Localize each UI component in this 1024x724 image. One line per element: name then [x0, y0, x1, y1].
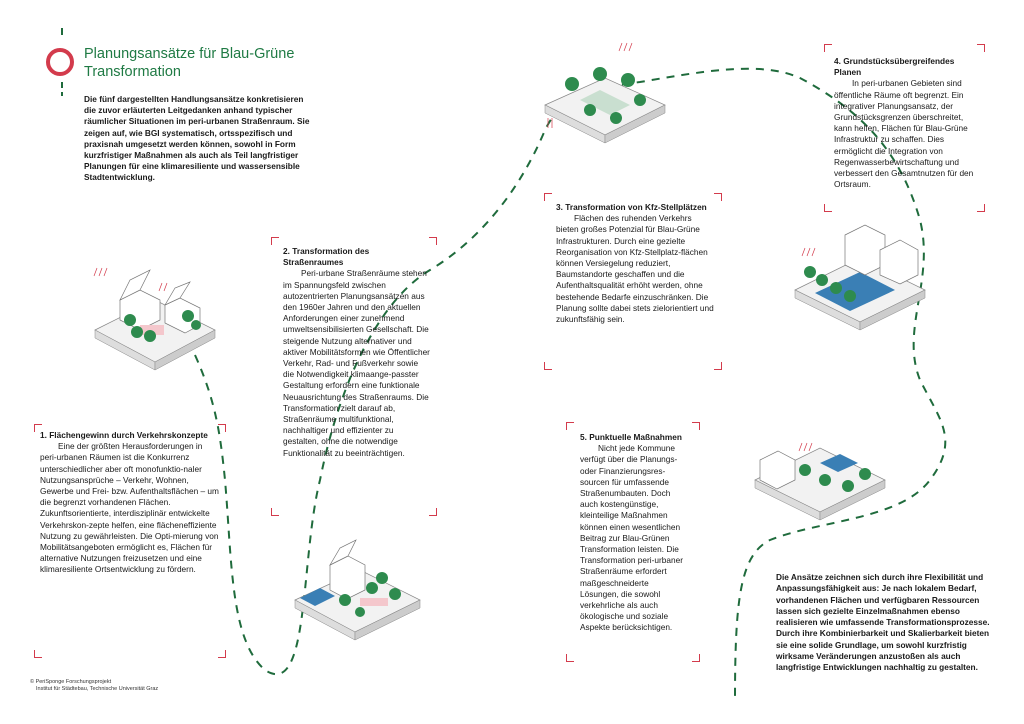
page-title: Planungsansätze für Blau-Grüne Transform… — [84, 45, 344, 81]
corner-mark — [566, 422, 574, 430]
corner-mark — [692, 654, 700, 662]
conclusion-text: Die Ansätze zeichnen sich durch ihre Fle… — [776, 572, 990, 673]
illustration-point-measures — [754, 442, 886, 521]
section-2-box: 2. Transformation des Straßenraumes Peri… — [271, 237, 437, 516]
corner-mark — [692, 422, 700, 430]
illustration-traffic-concepts — [93, 267, 216, 371]
credit-line-2: Institut für Städtebau, Technische Unive… — [36, 686, 159, 692]
corner-mark — [566, 654, 574, 662]
section-4-title: 4. Grundstücksübergreifendes Planen — [834, 56, 955, 78]
corner-mark — [34, 650, 42, 658]
corner-mark — [977, 44, 985, 52]
logo-ring-icon — [46, 48, 74, 76]
corner-mark — [218, 424, 226, 432]
section-4-box: 4. Grundstücksübergreifendes Planen In p… — [824, 44, 985, 212]
section-5-title: 5. Punktuelle Maßnahmen — [580, 432, 682, 442]
corner-mark — [824, 204, 832, 212]
section-1-title: 1. Flächengewinn durch Verkehrskonzepte — [40, 430, 208, 440]
section-1-box: 1. Flächengewinn durch Verkehrskonzepte … — [34, 424, 226, 658]
intro-text: Die fünf dargestellten Handlungsansätze … — [84, 94, 310, 183]
corner-mark — [544, 362, 552, 370]
corner-mark — [714, 362, 722, 370]
corner-mark — [544, 193, 552, 201]
corner-mark — [977, 204, 985, 212]
section-2-title: 2. Transformation des Straßenraumes — [283, 246, 370, 268]
section-5-box: 5. Punktuelle Maßnahmen Nicht jede Kommu… — [566, 422, 700, 662]
section-3-body: Flächen des ruhenden Verkehrs bieten gro… — [556, 213, 714, 325]
corner-mark — [824, 44, 832, 52]
credit-text: © PeriSponge Forschungsprojekt Institut … — [30, 679, 158, 693]
illustration-cross-property-planning — [794, 224, 926, 331]
section-1-body: Eine der größten Herausforderungen in pe… — [40, 441, 219, 575]
corner-mark — [271, 237, 279, 245]
title-line-1: Planungsansätze für Blau-Grüne — [84, 46, 295, 62]
corner-mark — [218, 650, 226, 658]
illustration-parking-transformation — [544, 42, 666, 144]
corner-mark — [34, 424, 42, 432]
corner-mark — [271, 508, 279, 516]
illustration-street-transformation — [294, 539, 421, 641]
title-line-2: Transformation — [84, 64, 181, 80]
section-4-body: In peri-urbanen Gebieten sind öffentlich… — [834, 78, 974, 190]
corner-mark — [714, 193, 722, 201]
section-5-body: Nicht jede Kommune verfügt über die Plan… — [580, 443, 683, 633]
section-2-body: Peri-urbane Straßenräume stehen im Spann… — [283, 268, 430, 458]
corner-mark — [429, 508, 437, 516]
credit-line-1: © PeriSponge Forschungsprojekt — [30, 679, 112, 685]
section-3-title: 3. Transformation von Kfz-Stellplätzen — [556, 202, 707, 212]
corner-mark — [429, 237, 437, 245]
section-3-box: 3. Transformation von Kfz-Stellplätzen F… — [544, 193, 722, 370]
